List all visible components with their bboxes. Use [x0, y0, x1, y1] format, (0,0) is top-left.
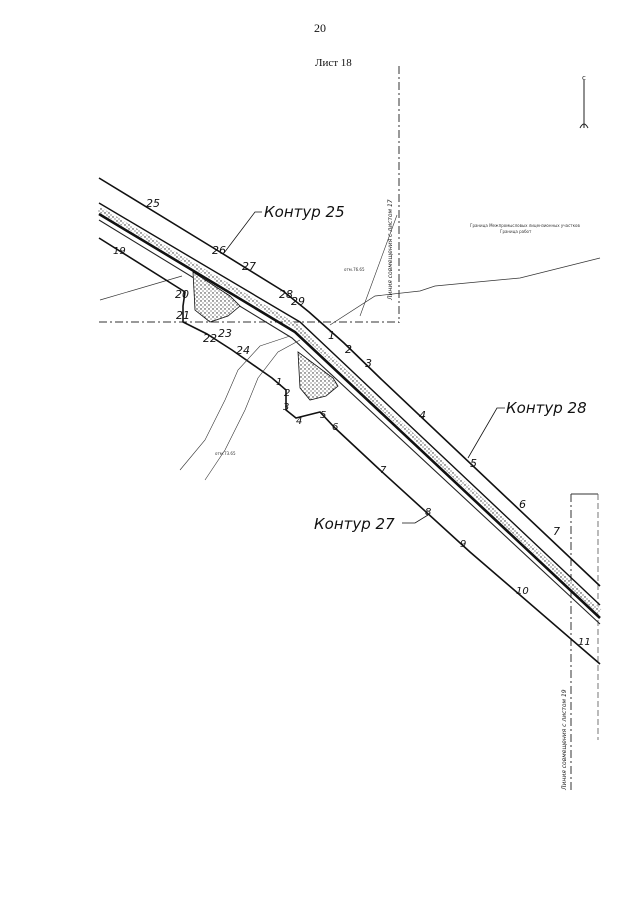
- contour-27-leader: [402, 514, 429, 524]
- contour-25-label: Контур 25: [264, 203, 345, 221]
- point-label: 29: [291, 295, 305, 308]
- point-label: 3: [365, 357, 372, 370]
- contour-28-leader: [467, 407, 505, 459]
- point-label: 3: [283, 402, 289, 413]
- point-label: 26: [212, 244, 226, 257]
- road-band-hatch: [97, 206, 602, 614]
- point-label: 7: [553, 525, 560, 538]
- road-band-inner: [98, 219, 601, 625]
- point-label: 28: [279, 288, 293, 301]
- point-label: 6: [332, 422, 338, 433]
- point-label: 7: [380, 465, 387, 476]
- point-label: 4: [296, 416, 302, 427]
- svg-text:c: c: [582, 74, 586, 82]
- point-label: 10: [516, 586, 529, 597]
- point-label: 4: [419, 409, 426, 422]
- point-label: 21: [176, 309, 190, 322]
- alignment-caption-sheet19: Линия совмещения с листом 19: [561, 689, 568, 791]
- contour-27-label: Контур 27: [314, 515, 395, 533]
- point-label: 19: [113, 246, 126, 257]
- land-boundary-line: [99, 257, 601, 326]
- elevation-mark-1: отм.76.65: [344, 267, 365, 272]
- stream-line-1: [179, 335, 291, 471]
- page-number: 20: [314, 21, 326, 35]
- point-label: 27: [242, 260, 256, 273]
- alignment-caption-sheet17: Линия совмещения с листом 17: [387, 199, 394, 301]
- point-label: 22: [203, 332, 217, 345]
- point-label: 23: [218, 327, 232, 340]
- point-label: 5: [320, 410, 326, 421]
- point-label: 24: [236, 344, 250, 357]
- upper-contour-line: [98, 177, 601, 587]
- contour-28-label: Контур 28: [506, 399, 587, 417]
- side-note-2: Граница работ: [500, 229, 532, 234]
- point-label: 1: [328, 329, 335, 342]
- north-arrow-icon: c: [579, 74, 589, 129]
- side-note: Граница Межпромысловых лицензионных учас…: [470, 223, 580, 228]
- contour-25-leader: [223, 211, 262, 254]
- sheet-label: Лист 18: [315, 57, 352, 69]
- elevation-mark-2: отм.73.65: [215, 451, 236, 456]
- point-label: 25: [146, 197, 160, 210]
- point-label: 8: [425, 507, 431, 518]
- fill-area-right: [297, 351, 339, 401]
- road-band-outer: [98, 202, 601, 606]
- fill-area-left: [192, 271, 241, 323]
- point-label: 20: [175, 288, 189, 301]
- point-label: 2: [345, 343, 352, 356]
- road-band-dark: [98, 212, 601, 619]
- point-label: 9: [460, 539, 466, 550]
- lower-contour-line: [98, 237, 601, 665]
- boundary-leader: [359, 214, 398, 317]
- point-label: 6: [519, 498, 526, 511]
- point-label: 11: [578, 637, 591, 648]
- stream-line-2: [204, 339, 301, 481]
- point-label: 1: [276, 377, 282, 388]
- point-label: 2: [284, 388, 290, 399]
- point-label: 5: [470, 457, 477, 470]
